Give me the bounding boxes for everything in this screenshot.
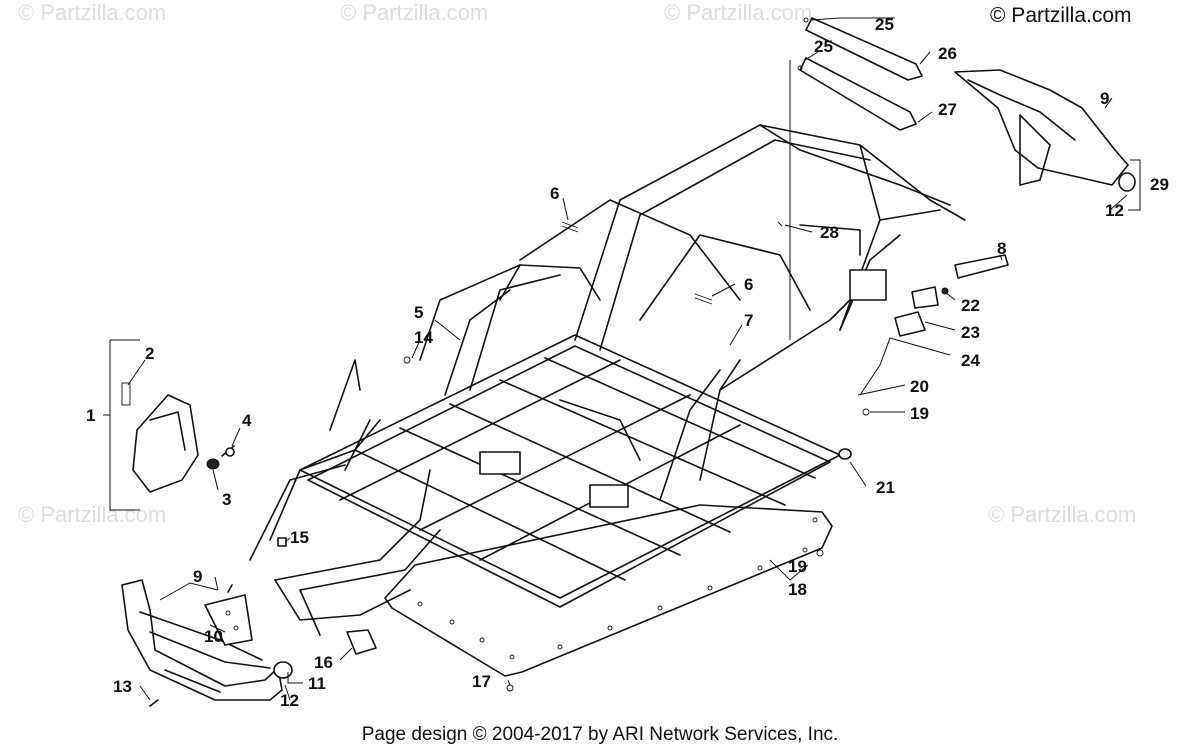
callouts: 1 2 3 4 5 6 6 7 8 9 9 10 11 12 12 13 14 …: [86, 15, 1169, 710]
callout-15: 15: [290, 528, 309, 547]
callout-1: 1: [86, 406, 95, 425]
callout-19a: 19: [910, 404, 929, 423]
callout-6a: 6: [550, 184, 559, 203]
callout-12b: 12: [280, 691, 299, 710]
top-bars-drawing: [797, 17, 923, 131]
watermark: © Partzilla.com: [340, 0, 488, 25]
front-bumper-drawing: [121, 579, 293, 701]
watermark: © Partzilla.com: [18, 502, 166, 527]
callout-26: 26: [938, 44, 957, 63]
watermark: © Partzilla.com: [664, 0, 812, 25]
callout-29: 29: [1150, 175, 1169, 194]
callout-25b: 25: [814, 37, 833, 56]
copyright-label: © Partzilla.com: [990, 4, 1132, 27]
footer-credit: Page design © 2004-2017 by ARI Network S…: [362, 724, 839, 745]
watermark: © Partzilla.com: [988, 502, 1136, 527]
callout-10: 10: [204, 627, 223, 646]
callout-9a: 9: [1100, 89, 1109, 108]
callout-20: 20: [910, 377, 929, 396]
callout-23: 23: [961, 323, 980, 342]
callout-27: 27: [938, 100, 957, 119]
callout-24: 24: [961, 351, 980, 370]
main-frame-drawing: [249, 124, 966, 636]
callout-16: 16: [314, 653, 333, 672]
callout-4: 4: [242, 411, 252, 430]
callout-11: 11: [308, 674, 326, 693]
callout-7: 7: [744, 311, 753, 330]
callout-12a: 12: [1105, 201, 1124, 220]
callout-19b: 19: [788, 557, 807, 576]
callout-13: 13: [113, 677, 132, 696]
callout-28: 28: [820, 223, 839, 242]
callout-21: 21: [876, 478, 895, 497]
hardware-drawing: [149, 221, 1009, 707]
callout-14: 14: [414, 328, 433, 347]
callout-25a: 25: [875, 15, 894, 34]
callout-22: 22: [961, 296, 980, 315]
callout-18: 18: [788, 580, 807, 599]
callout-5: 5: [414, 303, 423, 322]
callout-6b: 6: [744, 275, 753, 294]
callout-2: 2: [145, 344, 154, 363]
callout-8: 8: [997, 239, 1006, 258]
front-cover-drawing: [121, 382, 235, 493]
callout-9b: 9: [193, 567, 202, 586]
watermark: © Partzilla.com: [18, 0, 166, 25]
callout-3: 3: [222, 490, 231, 509]
skid-plate-drawing: [384, 504, 833, 677]
rear-bumper-drawing: [954, 69, 1136, 192]
leader-lines: [103, 17, 1141, 701]
callout-17: 17: [472, 672, 491, 691]
